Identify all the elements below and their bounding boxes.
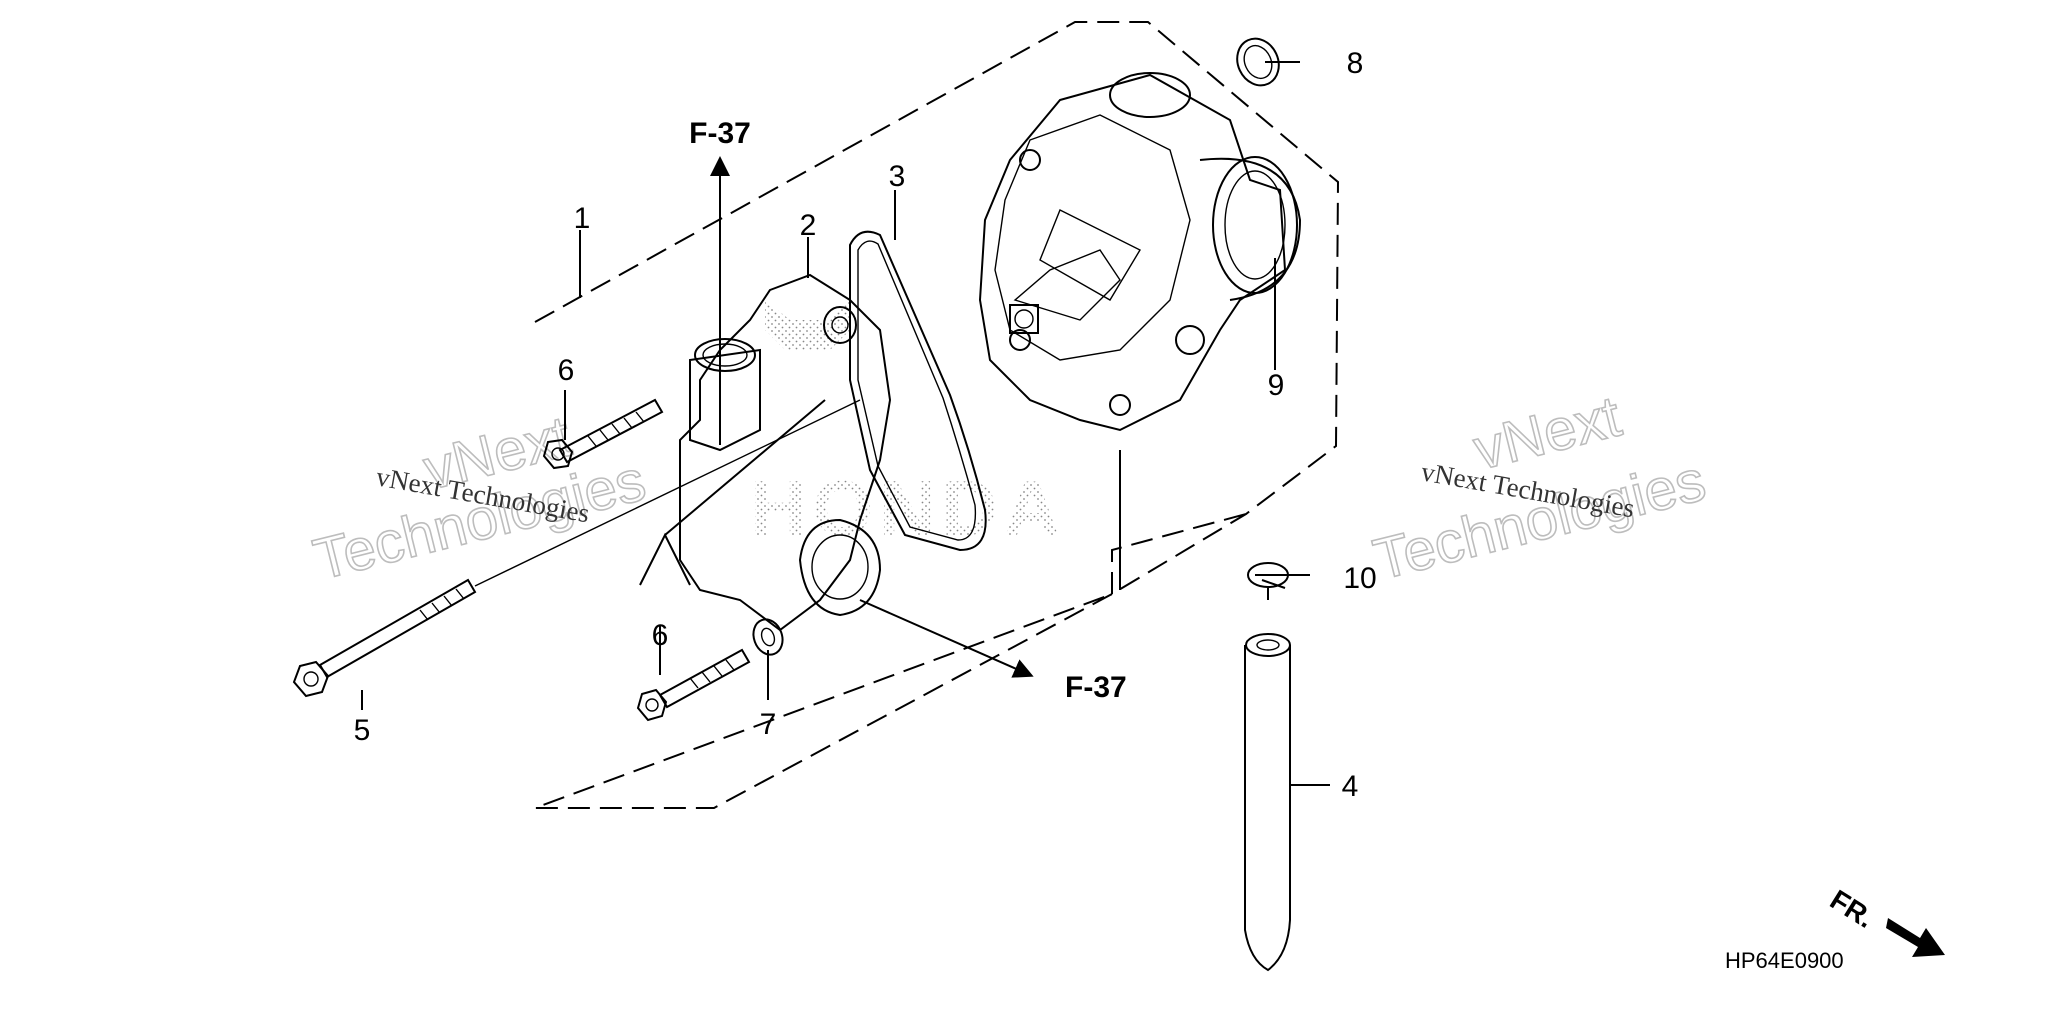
callout-2: 2 [800,209,817,242]
watermark-left: vNext Technologies vNext Technologies [307,403,653,594]
part-8-o-ring [1236,37,1280,87]
front-arrow-icon [1886,918,1945,957]
front-direction-indicator: FR. [1825,884,1945,957]
callout-9: 9 [1268,369,1285,402]
diagram-code: HP64E0900 [1725,948,1844,973]
callout-3: 3 [889,160,906,193]
reference-label-top: F-37 [689,117,751,150]
watermark-right-line2: Technologies [1367,448,1711,593]
part-4-hose [1244,633,1291,972]
honda-logo: HONDA [750,300,1066,552]
callout-7: 7 [760,708,777,741]
front-label: FR. [1825,884,1880,934]
callout-8: 8 [1347,47,1364,80]
part-5-long-bolt [292,399,861,698]
callout-5: 5 [354,714,371,747]
reference-label-bottom: F-37 [1065,671,1127,704]
part-6-bolt-lower [636,648,751,722]
callout-6-upper: 6 [558,354,575,387]
watermark-right: vNext Technologies vNext Technologies [1367,383,1713,594]
svg-text:HONDA: HONDA [750,464,1066,552]
callout-4: 4 [1342,770,1359,803]
part-6-bolt-upper [542,398,664,470]
assembly-boundary [534,21,1340,809]
part-9-water-pump-body [978,72,1302,432]
part-7-washer [752,618,784,656]
part-10-clip [1247,562,1289,600]
callout-1: 1 [574,202,591,235]
callout-6-lower: 6 [652,619,669,652]
reference-arrows [710,156,1034,678]
leader-lines [361,61,1330,786]
callout-10: 10 [1343,562,1376,595]
part-3-gasket [849,230,987,552]
